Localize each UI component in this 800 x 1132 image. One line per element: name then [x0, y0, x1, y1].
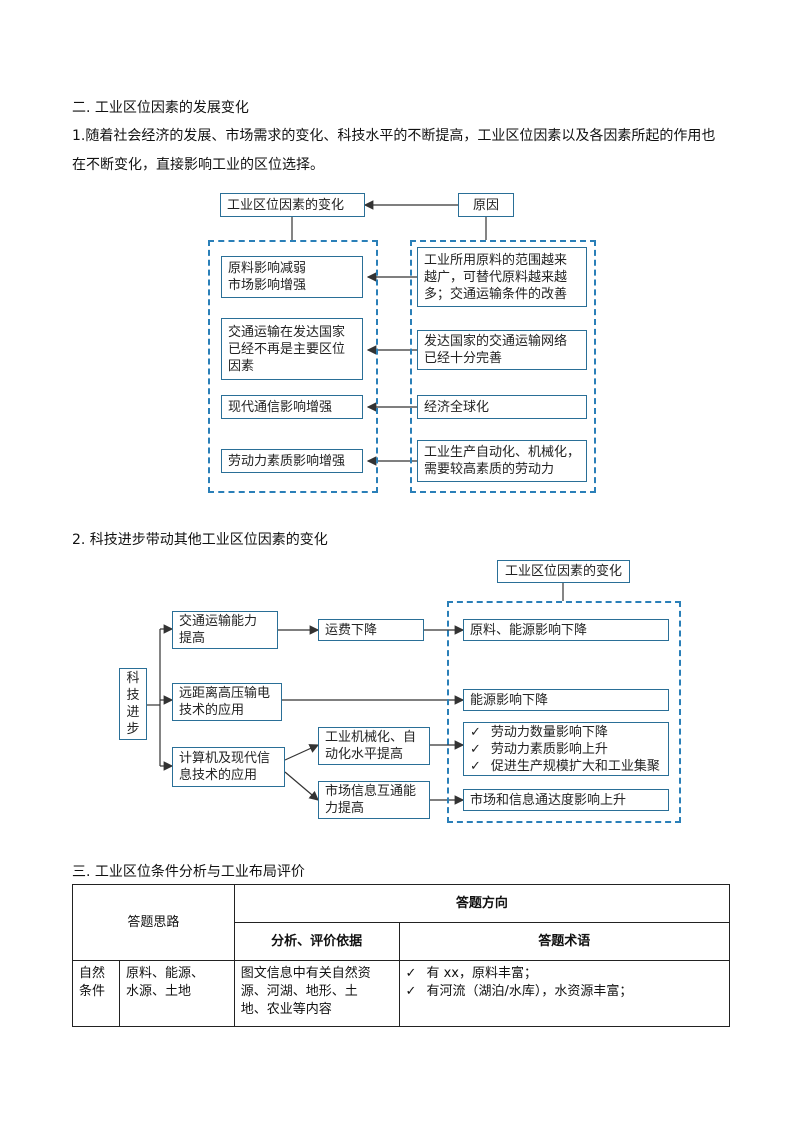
table-header-terms: 答题术语 [398, 922, 731, 961]
section-heading: 二. 工业区位因素的发展变化 [72, 100, 249, 116]
check-icon: ✓ [405, 966, 417, 981]
check-icon: ✓ [470, 741, 481, 757]
diagram2-node-freight: 运费下降 [318, 619, 424, 641]
diagram2-node-automation: 工业机械化、自 动化水平提高 [318, 727, 430, 765]
table-cell-category: 自然 条件 [72, 960, 120, 1027]
diagram1-left-item: 劳动力素质影响增强 [221, 449, 363, 473]
diagram2-result: 原料、能源影响下降 [463, 619, 669, 641]
table-header-thinking: 答题思路 [72, 884, 235, 961]
diagram1-title-right: 原因 [458, 193, 514, 217]
check-icon: ✓ [405, 984, 417, 999]
diagram2-node-transport: 交通运输能力 提高 [172, 611, 278, 649]
result-list-item: ✓劳动力数量影响下降 [470, 724, 608, 740]
subheading: 2. 科技进步带动其他工业区位因素的变化 [72, 532, 328, 548]
diagram1-right-item: 工业生产自动化、机械化， 需要较高素质的劳动力 [417, 440, 587, 482]
diagram2-right-frame [447, 601, 681, 823]
term-item: ✓有 xx，原料丰富； [405, 966, 537, 981]
table-cell-basis: 图文信息中有关自然资 源、河湖、地形、土 地、农业等内容 [233, 960, 400, 1027]
section-heading: 三. 工业区位条件分析与工业布局评价 [72, 864, 305, 880]
diagram2-result: 能源影响下降 [463, 689, 669, 711]
table-cell-terms: ✓有 xx，原料丰富； ✓有河流（湖泊/水库），水资源丰富； [398, 960, 731, 1027]
diagram1-right-item: 发达国家的交通运输网络 已经十分完善 [417, 330, 587, 370]
result-list-item: ✓促进生产规模扩大和工业集聚 [470, 758, 660, 774]
diagram2-root: 科 技 进 步 [119, 668, 147, 740]
diagram1-right-item: 经济全球化 [417, 395, 587, 419]
table-header-direction: 答题方向 [233, 884, 731, 923]
diagram2-result: 市场和信息通达度影响上升 [463, 789, 669, 811]
table-header-basis: 分析、评价依据 [233, 922, 400, 961]
check-icon: ✓ [470, 724, 481, 740]
paragraph-line: 在不断变化，直接影响工业的区位选择。 [72, 157, 324, 173]
paragraph-line: 1.随着社会经济的发展、市场需求的变化、科技水平的不断提高，工业区位因素以及各因… [72, 128, 716, 144]
diagram1-left-item: 原料影响减弱 市场影响增强 [221, 256, 363, 298]
diagram2-node-it: 计算机及现代信 息技术的应用 [172, 747, 285, 787]
term-item: ✓有河流（湖泊/水库），水资源丰富； [405, 984, 633, 999]
diagram1-right-item: 工业所用原料的范围越来 越广，可替代原料越来越 多；交通运输条件的改善 [417, 247, 587, 307]
diagram2-result-list: ✓劳动力数量影响下降 ✓劳动力素质影响上升 ✓促进生产规模扩大和工业集聚 [463, 722, 669, 776]
diagram1-left-item: 交通运输在发达国家 已经不再是主要区位 因素 [221, 318, 363, 380]
diagram1-right-frame [410, 240, 596, 493]
table-cell-subcategory: 原料、能源、 水源、土地 [118, 960, 235, 1027]
diagram2-node-market-info: 市场信息互通能 力提高 [318, 781, 430, 819]
diagram2-node-power: 远距离高压输电 技术的应用 [172, 683, 282, 721]
diagram1-title-left: 工业区位因素的变化 [220, 193, 365, 217]
check-icon: ✓ [470, 758, 481, 774]
diagram1-left-frame [208, 240, 378, 493]
answer-table: 答题思路 答题方向 分析、评价依据 答题术语 自然 条件 原料、能源、 水源、土… [72, 884, 731, 1027]
diagram2-title-right: 工业区位因素的变化 [497, 560, 630, 583]
result-list-item: ✓劳动力素质影响上升 [470, 741, 608, 757]
diagram1-left-item: 现代通信影响增强 [221, 395, 363, 419]
